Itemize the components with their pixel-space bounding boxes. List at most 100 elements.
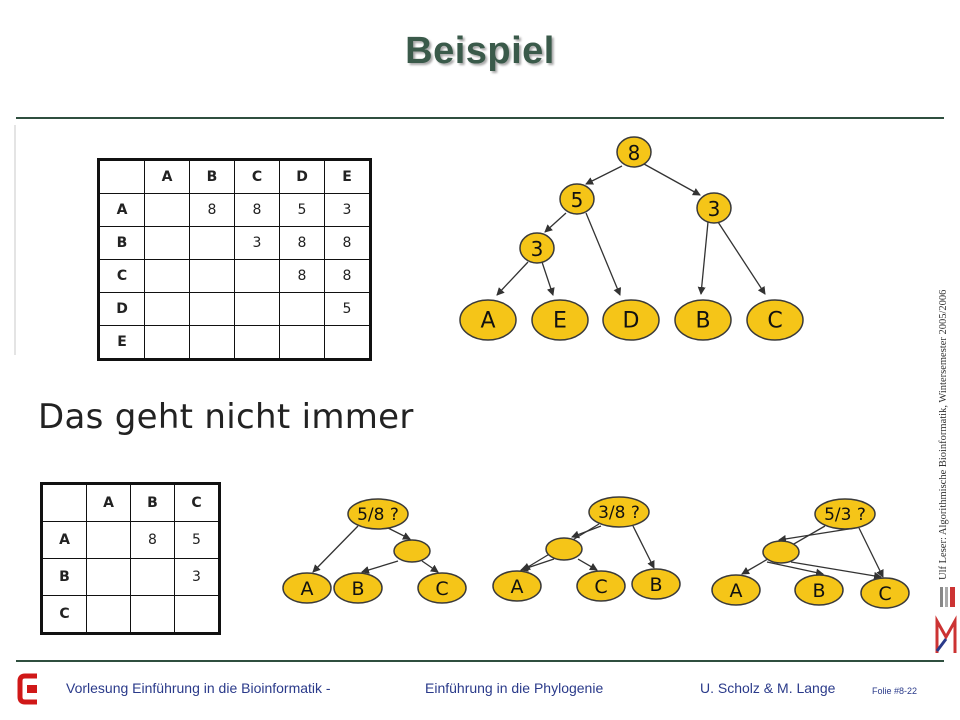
tree-edge [717,221,766,295]
matrix1-cell: 8 [324,226,371,260]
alt-tree-root-node [814,498,876,530]
leaf-node-d-label: D [623,309,640,334]
matrix1-cell [189,292,235,326]
alt-tree-leaf-node [631,568,681,600]
alt-tree-root-node [347,498,409,530]
matrix1-header-cell [98,159,145,194]
footer-course: Vorlesung Einführung in die Bioinformati… [66,680,331,696]
matrix1-cell [234,325,280,360]
tree-edge [520,558,555,572]
matrix2-cell: 8 [130,521,175,559]
tree-edge [387,527,411,540]
alt-tree-leaf-node-label: A [511,576,524,598]
alt-tree-leaf-node [794,574,844,606]
tree-edge [421,560,439,573]
tree-edge [778,527,856,543]
matrix1-header-cell: C [234,159,280,194]
alt-tree-internal-node [545,537,583,561]
matrix1-row-label: C [98,259,145,293]
matrix2-row-label: B [41,558,87,596]
tree-edge [632,525,655,569]
footer-topic: Einführung in die Phylogenie [425,680,604,696]
tree-edge [312,525,359,573]
matrix1-header-cell: E [324,159,371,194]
matrix1-cell [279,292,325,326]
matrix1-cell [324,325,371,360]
alt-tree-root-node-label: 3/8 ? [598,503,640,523]
internal-node-label: 3 [531,237,544,261]
tree-edge [697,221,709,295]
alt-tree-leaf-node-label: B [351,578,364,600]
alt-tree-leaf-node [576,570,626,602]
alt-tree-leaf-node-label: C [435,578,448,600]
alt-tree-leaf-node-label: C [878,583,891,605]
alt-tree-leaf-node-label: B [812,580,825,602]
root-node [616,136,652,168]
alt-tree-leaf-node [711,574,761,606]
tree-edge [643,163,701,196]
tree-edge [766,561,824,577]
matrix1-cell: 8 [189,193,235,227]
tree-edge [541,261,555,296]
page-title: Beispiel [405,30,555,72]
internal-node-label: 3 [708,197,721,221]
matrix1-cell [279,325,325,360]
institute-logo-icon [935,587,957,653]
tree-edge [361,560,399,574]
internal-node [696,192,732,224]
matrix1-header-cell: D [279,159,325,194]
leaf-node-b [674,299,732,341]
matrix1-cell: 3 [234,226,280,260]
matrix1-row: E [98,325,371,360]
left-margin-line [14,125,16,355]
matrix1-cell [144,226,190,260]
alt-tree-root-node-label: 5/3 ? [824,505,866,525]
matrix1-row-label: A [98,193,145,227]
alt-tree-root-node-label: 5/8 ? [357,505,399,525]
leaf-node-c-label: C [767,309,782,334]
matrix1-row-label: E [98,325,145,360]
tree-edge [571,525,602,539]
matrix2-header-cell: C [174,483,220,522]
internal-node [559,183,595,215]
alternative-trees: 5/8 ? A B C 3/8 ? A C B 5/3 ? A B C [282,496,910,609]
alt-tree-leaf-node-label: B [649,574,662,596]
footer-authors: U. Scholz & M. Lange [700,680,836,696]
leaf-node-c [746,299,804,341]
root-node-label: 8 [628,141,641,165]
leaf-node-e [531,299,589,341]
matrix2-cell: 5 [174,521,220,559]
tree-edge [577,558,598,571]
alt-tree-leaf-node [282,572,332,604]
alt-tree-leaf-node-label: C [594,576,607,598]
matrix2-row: C [41,595,220,634]
internal-node [519,232,555,264]
tree-edge [858,527,884,578]
university-c-logo-icon [17,673,37,705]
matrix2-cell [130,595,175,634]
tree-edge [544,212,567,233]
matrix1-cell: 8 [234,193,280,227]
tree-edge [790,561,882,580]
alt-tree-leaf-node-label: A [301,578,314,600]
alt-tree-leaf-node [492,570,542,602]
matrix2-row-label: C [41,595,87,634]
tree-edge [585,165,623,185]
matrix2-cell [174,595,220,634]
bottom-divider [16,660,944,662]
leaf-node-a [459,299,517,341]
alt-tree-leaf-node-label: A [730,580,743,602]
alt-tree-leaf-node [333,572,383,604]
alt-tree-internal-node [393,539,431,563]
alt-tree-leaf-node [860,577,910,609]
leaf-node-a-label: A [480,309,495,334]
footer-slide-number: Folie #8-22 [872,686,918,696]
side-credit: Ulf Leser: Algorithmische Bioinformatik,… [938,289,949,580]
alt-tree-leaf-node [417,572,467,604]
tree-edge [585,212,622,296]
